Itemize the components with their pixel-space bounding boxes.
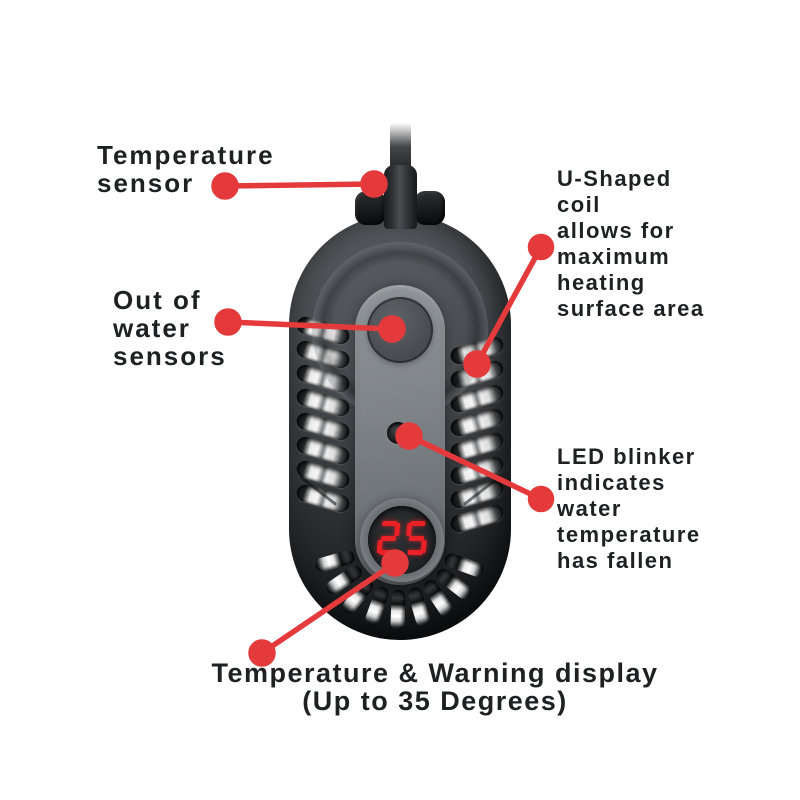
seven-segment-digit (405, 521, 429, 555)
label-u-shaped-coil: U-Shaped coil allows for maximum heating… (557, 166, 705, 322)
radial-vent-slot (390, 589, 406, 631)
label-out-of-water-sensors: Out of water sensors (113, 286, 227, 370)
label-line: coil (557, 192, 601, 217)
control-button (367, 297, 433, 363)
label-line: water (557, 496, 622, 521)
seven-segment-digit (376, 521, 401, 555)
label-line: allows for (557, 218, 675, 243)
digit-segment (394, 523, 401, 536)
label-line: LED blinker (557, 444, 696, 469)
power-cable (390, 123, 411, 175)
label-led-blinker: LED blinker indicates water temperature … (557, 444, 701, 574)
label-line: Temperature (97, 140, 275, 170)
label-line: Out of (113, 285, 202, 315)
label-line: has fallen (557, 548, 674, 573)
label-line: Temperature & Warning display (211, 658, 659, 688)
label-temperature-warning-display: Temperature & Warning display (Up to 35 … (70, 659, 800, 715)
label-line: U-Shaped (557, 166, 672, 191)
label-line: heating (557, 270, 646, 295)
led-indicator (387, 422, 409, 444)
display-digits (376, 521, 429, 555)
digit-segment (380, 535, 397, 541)
label-line: water (113, 313, 191, 343)
digit-segment (406, 523, 413, 536)
label-line: indicates (557, 470, 666, 495)
label-line: (Up to 35 Degrees) (302, 686, 568, 716)
label-line: maximum (557, 244, 671, 269)
label-line: surface area (557, 296, 705, 321)
digit-segment (407, 550, 423, 555)
label-line: sensor (97, 168, 195, 198)
label-line: temperature (557, 522, 701, 547)
digit-segment (410, 521, 426, 526)
callout-dot (527, 485, 555, 513)
label-line: sensors (113, 341, 227, 371)
label-temperature-sensor: Temperature sensor (97, 141, 275, 197)
mount-lug-right (414, 191, 445, 225)
mount-lug-left (355, 191, 386, 225)
callout-dot (527, 233, 555, 261)
digit-segment (379, 550, 395, 555)
cable-sleeve (384, 165, 417, 229)
